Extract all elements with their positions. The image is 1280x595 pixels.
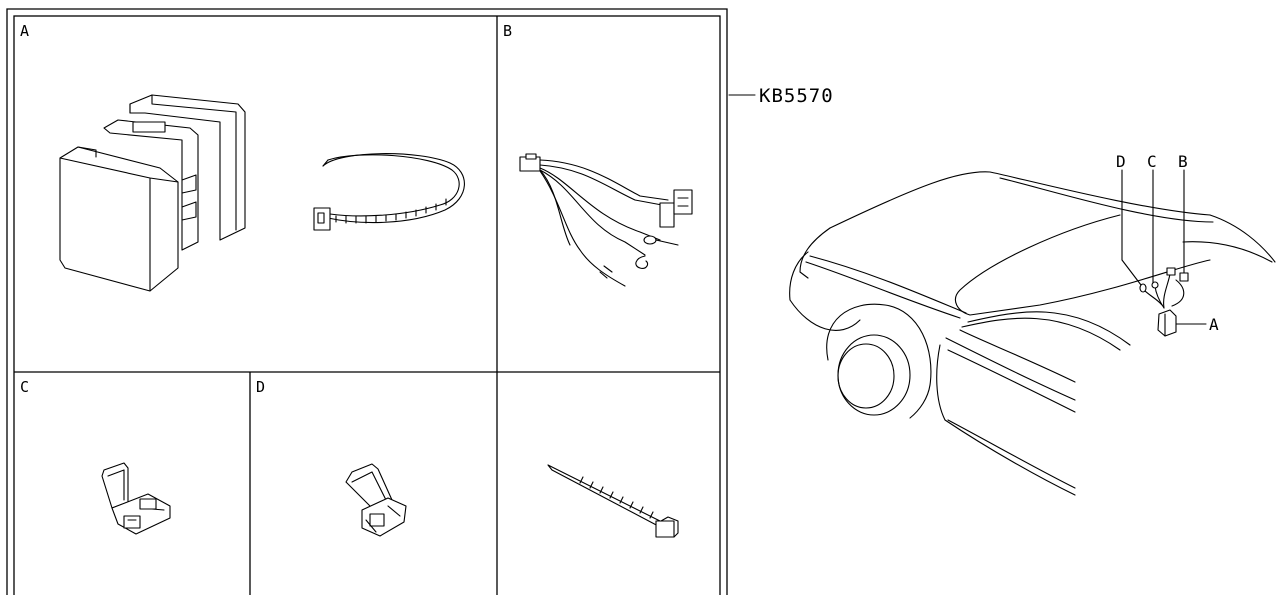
panel-b-label: B: [503, 22, 512, 40]
panel-c-label: C: [20, 378, 29, 396]
cable-tie-illustration: [547, 464, 679, 538]
vehicle-callout-a: A: [1209, 315, 1219, 334]
parts-frame: [6, 8, 728, 595]
wire-tap-connector-d-illustration: [345, 463, 407, 537]
vehicle-illustration: [789, 171, 1276, 496]
wire-harness-illustration: [519, 153, 693, 287]
wire-tap-connector-c-illustration: [101, 462, 171, 535]
cable-tie-loop-illustration: [313, 153, 465, 231]
vehicle-callout-d: D: [1116, 152, 1126, 171]
vehicle-callout-c: C: [1147, 152, 1157, 171]
panel-d-label: D: [256, 378, 265, 396]
vehicle-callout-b: B: [1178, 152, 1188, 171]
vehicle-callout-leaders: [1121, 169, 1207, 325]
panel-a-label: A: [20, 22, 29, 40]
part-number-label: KB5570: [759, 85, 834, 107]
module-box-illustration: [59, 94, 246, 292]
